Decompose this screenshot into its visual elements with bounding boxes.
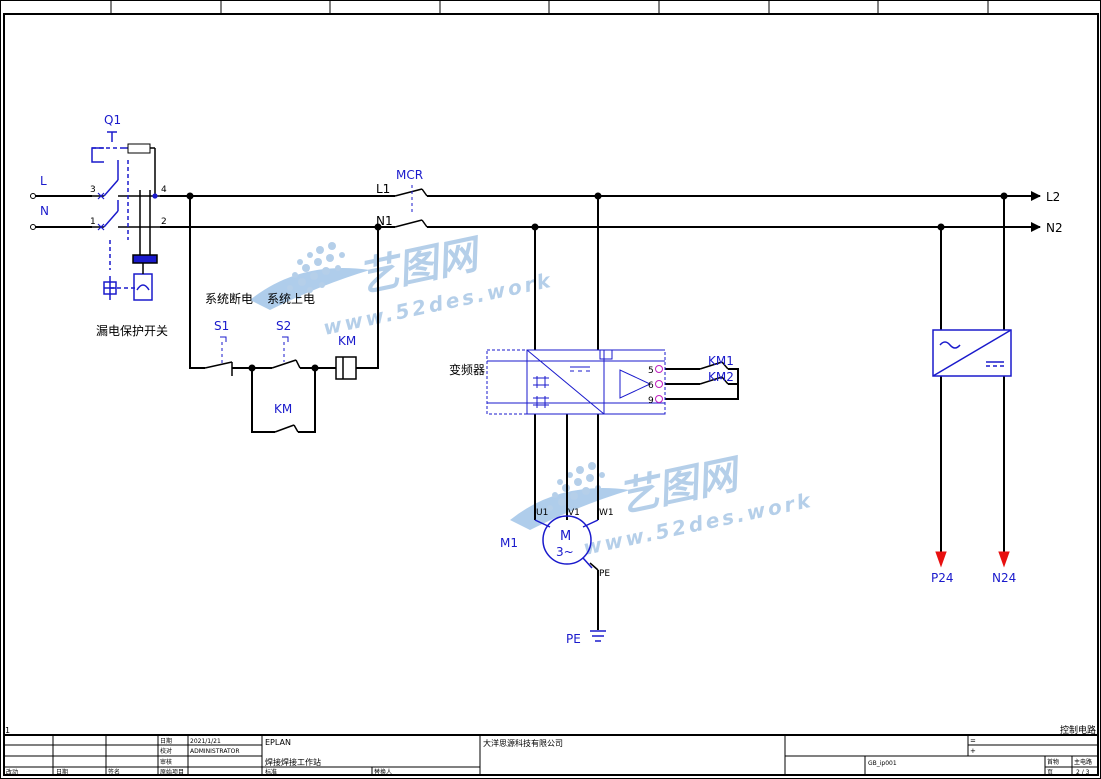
tb-eq1: = bbox=[970, 737, 976, 745]
label-S1: S1 bbox=[214, 319, 229, 333]
label-N2: N2 bbox=[1046, 221, 1063, 235]
term-5: 5 bbox=[648, 366, 654, 376]
switch-S2 bbox=[271, 336, 301, 369]
term-1: 1 bbox=[90, 217, 96, 227]
tb-brand: EPLAN bbox=[265, 738, 291, 747]
motor-3phase: 3~ bbox=[556, 545, 574, 559]
label-MCR: MCR bbox=[396, 168, 423, 182]
watermark-logo-bottom: 艺图网 www.52des.work bbox=[510, 451, 815, 560]
label-KM-coil: KM bbox=[338, 334, 356, 348]
term-4: 4 bbox=[161, 185, 167, 195]
label-sys-on: 系统上电 bbox=[267, 292, 315, 306]
label-PE-term: PE bbox=[599, 569, 610, 579]
term-9: 9 bbox=[648, 396, 654, 406]
tb-page: 2 / 3 bbox=[1076, 769, 1090, 776]
term-3: 3 bbox=[90, 185, 96, 195]
label-P24: P24 bbox=[931, 571, 954, 585]
tb-checker-label: 校对 bbox=[160, 747, 172, 755]
label-KM-contact: KM bbox=[274, 402, 292, 416]
tb-date-label: 日期 bbox=[160, 737, 172, 745]
label-Q1: Q1 bbox=[104, 113, 121, 127]
term-6: 6 bbox=[648, 381, 654, 391]
label-PE: PE bbox=[566, 632, 581, 646]
label-KM2: KM2 bbox=[708, 370, 734, 384]
title-block-grid bbox=[4, 734, 1098, 775]
tb-change-label: 改动 bbox=[6, 768, 18, 776]
junction-dots bbox=[186, 192, 1008, 372]
switch-S1 bbox=[204, 336, 233, 376]
tb-date: 2021/1/21 bbox=[190, 738, 221, 745]
motor-M: M bbox=[560, 529, 571, 544]
tb-name-bottom: 签名 bbox=[108, 768, 120, 776]
tb-company: 大洋思源科技有限公司 bbox=[483, 738, 563, 748]
title-right-label: 控制电路 bbox=[1060, 724, 1096, 736]
breaker-caption: 漏电保护开关 bbox=[96, 324, 168, 338]
tb-drawing-no: GB_ip001 bbox=[868, 760, 897, 767]
tb-date-bottom: 日期 bbox=[56, 768, 68, 776]
MCR-contacts bbox=[394, 185, 428, 228]
label-V1: V1 bbox=[568, 508, 580, 518]
contacts-KM1-KM2 bbox=[699, 361, 729, 385]
tb-func-label: 首物 bbox=[1047, 758, 1059, 766]
tb-project-label: 原始项目 bbox=[160, 768, 184, 776]
label-S2: S2 bbox=[276, 319, 291, 333]
label-M1: M1 bbox=[500, 536, 518, 550]
label-N1: N1 bbox=[376, 214, 393, 228]
tb-eq2: + bbox=[970, 747, 976, 755]
label-KM1: KM1 bbox=[708, 354, 734, 368]
coil-KM bbox=[335, 356, 357, 380]
label-vfd: 变频器 bbox=[449, 362, 485, 377]
power-supply-block bbox=[932, 329, 1012, 377]
vfd-terminals bbox=[655, 365, 663, 403]
label-U1: U1 bbox=[536, 508, 548, 518]
main-wires bbox=[35, 191, 1041, 630]
output-arrows bbox=[935, 551, 1010, 568]
term-2: 2 bbox=[161, 217, 167, 227]
contact-KM bbox=[274, 424, 299, 433]
terminal-inputs bbox=[30, 193, 36, 230]
tb-func: 主电路 bbox=[1074, 758, 1092, 766]
ground-PE bbox=[590, 630, 606, 642]
label-L2: L2 bbox=[1046, 190, 1060, 204]
breaker-Q1-symbol bbox=[91, 131, 160, 301]
motor-M1 bbox=[534, 515, 599, 571]
tb-replace-label: 替换人 bbox=[374, 768, 392, 776]
label-sys-off: 系统断电 bbox=[205, 291, 253, 306]
label-L: L bbox=[40, 174, 47, 188]
tb-norm-label: 标准 bbox=[265, 768, 277, 776]
tb-checker: ADMINISTRATOR bbox=[190, 748, 240, 755]
tb-review-label: 审核 bbox=[160, 758, 172, 766]
vfd-block bbox=[486, 349, 666, 415]
watermark-logo-top: 艺图网 www.52des.work bbox=[250, 231, 555, 340]
tb-page-label: 页 bbox=[1047, 769, 1053, 776]
label-L1: L1 bbox=[376, 182, 390, 196]
label-W1: W1 bbox=[599, 508, 614, 518]
tb-project: 焊接焊接工作站 bbox=[265, 757, 321, 767]
label-N24: N24 bbox=[992, 571, 1016, 585]
breaker-Q1-contacts-marks bbox=[97, 192, 158, 231]
label-N: N bbox=[40, 204, 49, 218]
corner-number: 1 bbox=[5, 726, 10, 735]
